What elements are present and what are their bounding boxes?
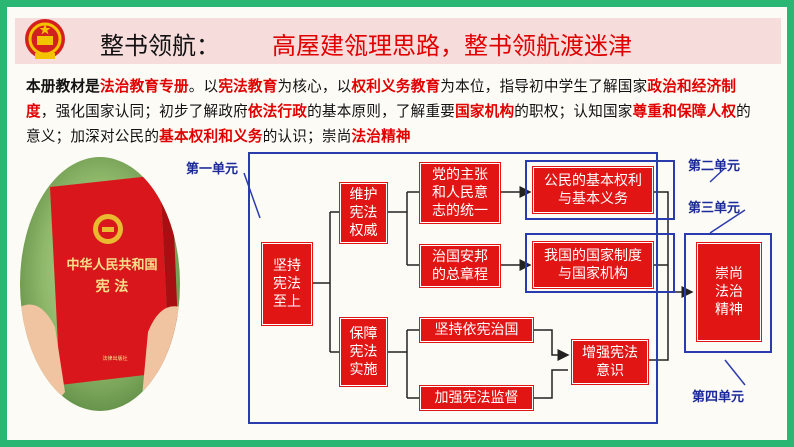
title-prefix: 整书领航： — [100, 32, 220, 60]
unit2-outline — [525, 160, 675, 220]
unit2-label: 第二单元 — [688, 159, 741, 174]
intro-text: 为本位，指导初中学生了解国家 — [440, 78, 648, 95]
intro-text: 。以 — [188, 78, 219, 95]
highlight-term: 基本权利和义务 — [159, 128, 263, 145]
unit1-label: 第一单元 — [186, 162, 239, 177]
node-party-people-unity: 党的主张和人民意志的统一 — [419, 162, 501, 224]
book-title: 中华人民共和国 — [66, 257, 157, 273]
intro-text: 的意义；加深对公民的 — [26, 103, 751, 145]
book-publisher: 法律出版社 — [102, 355, 127, 362]
highlight-term: 依法行政 — [247, 103, 308, 120]
node-rule-by-constitution: 坚持依宪治国 — [419, 317, 534, 343]
intro-text: 的职权；认知国家 — [514, 103, 633, 120]
title-main: 高屋建瓴理思路，整书领航渡迷津 — [272, 32, 632, 60]
intro-text: ，强化国家认同；初步了解政府 — [40, 103, 248, 120]
intro-text: 的认识；崇尚 — [262, 128, 352, 145]
unit1-outline — [248, 152, 658, 424]
node-maintain-authority: 维护宪法权威 — [339, 182, 388, 244]
constitution-book-photo: 中华人民共和国 宪 法 法律出版社 — [20, 157, 180, 411]
node-constitutional-supervision: 加强宪法监督 — [419, 385, 534, 411]
book-subtitle: 宪 法 — [96, 278, 129, 295]
intro-text: 为核心，以 — [277, 78, 352, 95]
highlight-term: 法治教育专册 — [99, 78, 189, 95]
node-guarantee-implementation: 保障宪法实施 — [339, 317, 388, 387]
highlight-term: 国家机构 — [455, 103, 515, 120]
node-uphold-constitution: 坚持宪法至上 — [261, 242, 313, 326]
highlight-term: 政治和经济制度 — [26, 78, 737, 120]
node-rule-of-law-spirit: 崇尚法治精神 — [696, 242, 762, 342]
highlight-term: 权利义务教育 — [351, 78, 441, 95]
unit4-label: 第四单元 — [692, 390, 745, 405]
intro-text: 的基本原则，了解重要 — [307, 103, 456, 120]
intro-text: 本册教材是 — [26, 78, 100, 95]
node-rights-and-duties: 公民的基本权利与基本义务 — [532, 166, 654, 214]
node-general-charter: 治国安邦的总章程 — [419, 244, 501, 288]
title-banner — [15, 18, 781, 64]
unit4-outline — [684, 233, 772, 353]
national-emblem-icon — [25, 19, 65, 59]
node-constitutional-awareness: 增强宪法意识 — [571, 339, 649, 385]
unit3-label: 第三单元 — [688, 201, 741, 216]
highlight-term: 宪法教育 — [218, 78, 278, 95]
unit3-outline — [525, 233, 675, 293]
highlight-term: 法治精神 — [351, 128, 411, 145]
intro-paragraph: 本册教材是法治教育专册。以宪法教育为核心，以权利义务教育为本位，指导初中学生了解… — [26, 74, 761, 149]
highlight-term: 尊重和保障人权 — [632, 103, 737, 120]
node-state-institutions: 我国的国家制度与国家机构 — [532, 241, 654, 289]
